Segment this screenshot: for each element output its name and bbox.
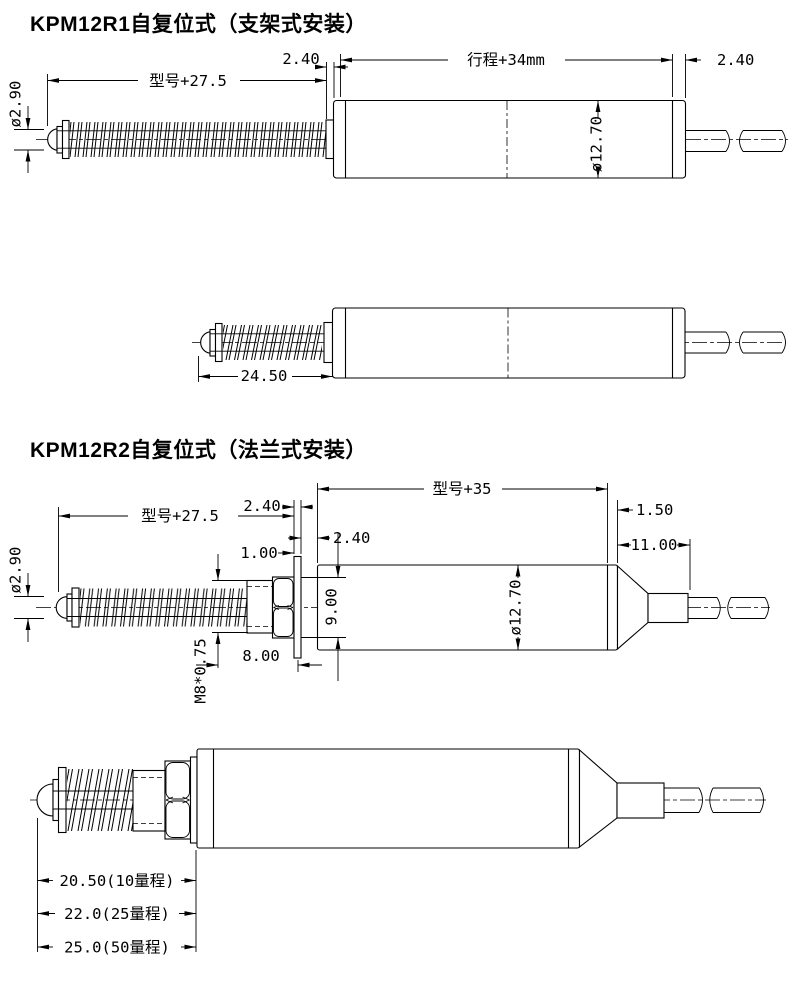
dim-body-diameter: ø12.70: [507, 580, 525, 636]
dim-model-length: 型号+27.5: [149, 72, 227, 90]
dimension-lines: 型号+27.5 2.40 型号+35 1.50: [7, 480, 691, 704]
output-cable: [688, 596, 769, 620]
dimension-lines: 20.50(10量程) 22.0(25量程) 25.0(50量程): [37, 818, 197, 957]
return-spring-compressed: [223, 325, 322, 360]
dim-cap-length: 2.40: [717, 51, 754, 69]
spring-collar: [325, 119, 335, 160]
cable-strain-relief: [578, 748, 665, 849]
hex-nut: [271, 576, 295, 639]
plunger-head: [55, 587, 80, 628]
output-cable: [664, 787, 764, 814]
dim-flange-thickness: 1.00: [240, 544, 277, 562]
kpm12r2-extended-view: 型号+27.5 2.40 型号+35 1.50: [7, 480, 770, 704]
mounting-flange: [293, 555, 302, 659]
dim-cap-length: 1.50: [636, 501, 673, 519]
plunger-head: [200, 322, 223, 363]
kpm12r1-extended-view: ø2.90 型号+27.5 2.40 行程+34mm: [7, 50, 788, 179]
threaded-section: [246, 579, 274, 634]
kpm12r1-compressed-view: 24.50: [192, 307, 786, 385]
dim-range-50: 25.0(50量程): [64, 939, 170, 957]
dim-body-length: 型号+35: [433, 480, 492, 498]
dim-thread-spec: M8*0.75: [192, 638, 210, 703]
sensor-body: [196, 748, 581, 849]
dim-model-length: 型号+27.5: [141, 507, 219, 525]
sensor-body: [316, 564, 619, 651]
dim-tip-diameter: ø2.90: [7, 81, 25, 128]
sensor-body: [332, 99, 687, 179]
kpm12r2-compressed-view: 20.50(10量程) 22.0(25量程) 25.0(50量程): [30, 748, 766, 957]
dim-range-25: 22.0(25量程): [64, 905, 170, 923]
dim-stroke-length: 行程+34mm: [467, 51, 545, 69]
return-spring: [70, 122, 326, 157]
cable-strain-relief: [616, 564, 689, 651]
output-cable: [685, 331, 786, 354]
dim-step-length: 2.40: [333, 529, 370, 547]
hex-nut: [164, 760, 192, 840]
sensor-body: [331, 307, 686, 379]
return-spring: [80, 588, 247, 627]
dim-tail-length: 11.00: [631, 536, 678, 554]
dim-bracket-thickness: 2.40: [282, 50, 319, 68]
spring-collar: [323, 321, 334, 364]
drawing-title-kpm12r1: KPM12R1自复位式（支架式安装）: [30, 13, 367, 36]
dim-tip-length: 24.50: [241, 367, 288, 385]
dim-body-diameter: ø12.70: [588, 116, 606, 172]
drawing-title-kpm12r2: KPM12R2自复位式（法兰式安装）: [30, 439, 367, 462]
dim-tip-diameter: ø2.90: [7, 547, 25, 594]
threaded-section: [132, 769, 166, 832]
dimension-lines: 24.50: [198, 356, 333, 385]
return-spring-compressed: [67, 769, 133, 831]
output-cable: [685, 129, 786, 153]
mounting-flange: [189, 756, 198, 844]
dim-range-10: 20.50(10量程): [60, 872, 175, 890]
dim-flange-gap: 2.40: [243, 497, 280, 515]
dimension-lines: ø2.90 型号+27.5 2.40 行程+34mm: [7, 50, 754, 178]
plunger-head: [47, 119, 70, 160]
dim-thread-length: 8.00: [242, 647, 279, 665]
plunger-head: [36, 766, 67, 834]
dim-step-diameter: 9.00: [323, 588, 341, 625]
step-section: [301, 576, 318, 639]
